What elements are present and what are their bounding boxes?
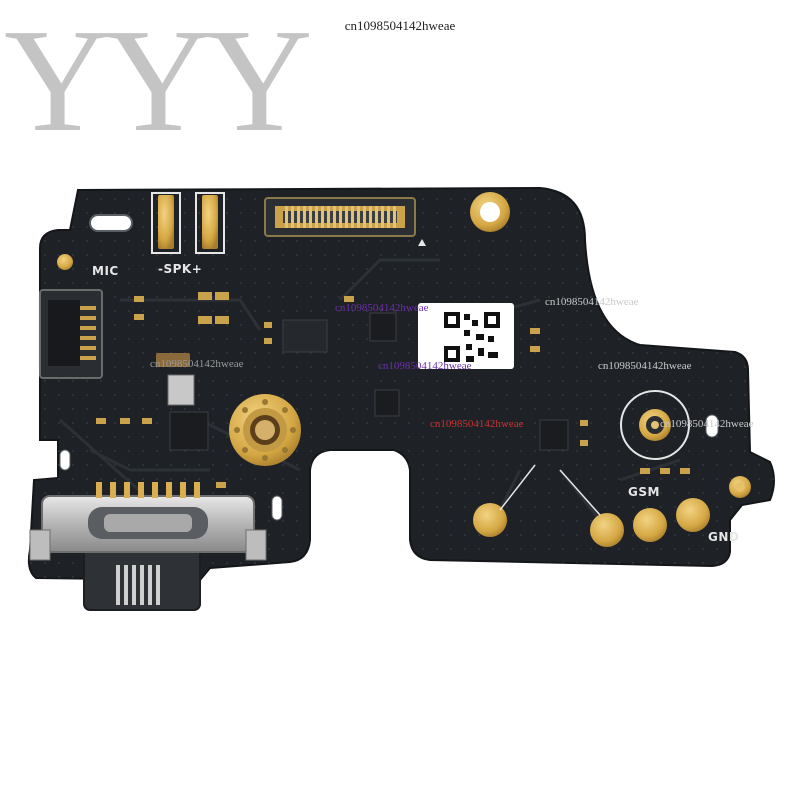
watermark-overlay: cn1098504142hweae bbox=[598, 360, 692, 372]
usb-c-port bbox=[29, 482, 267, 611]
ic-chips bbox=[156, 312, 569, 451]
spring-contact-pads bbox=[473, 498, 710, 547]
mounting-slot bbox=[89, 214, 133, 232]
qr-label bbox=[418, 303, 514, 369]
label-mic: MIC bbox=[92, 264, 119, 278]
label-spk: -SPK+ bbox=[158, 262, 203, 276]
flex-connector bbox=[39, 289, 103, 379]
smd-passives bbox=[96, 292, 690, 488]
board-to-board-connector bbox=[264, 197, 426, 246]
watermark-overlay: cn1098504142hweae bbox=[150, 358, 244, 370]
label-gsm: GSM bbox=[628, 485, 660, 499]
pcb-traces bbox=[59, 258, 681, 521]
watermark-overlay: cn1098504142hweae bbox=[545, 296, 639, 308]
watermark-top: cn1098504142hweae bbox=[344, 18, 456, 33]
watermark-overlay: cn1098504142hweae bbox=[660, 418, 754, 430]
microphone-port bbox=[229, 394, 301, 466]
watermark-overlay: cn1098504142hweae bbox=[430, 418, 524, 430]
watermark-logo: YYY bbox=[4, 0, 313, 163]
watermark-overlay: cn1098504142hweae bbox=[378, 360, 472, 372]
label-gnd: GND bbox=[708, 530, 740, 544]
antenna-connector bbox=[620, 390, 690, 460]
speaker-contacts bbox=[151, 192, 225, 254]
watermark-overlay: cn1098504142hweae bbox=[335, 302, 429, 314]
